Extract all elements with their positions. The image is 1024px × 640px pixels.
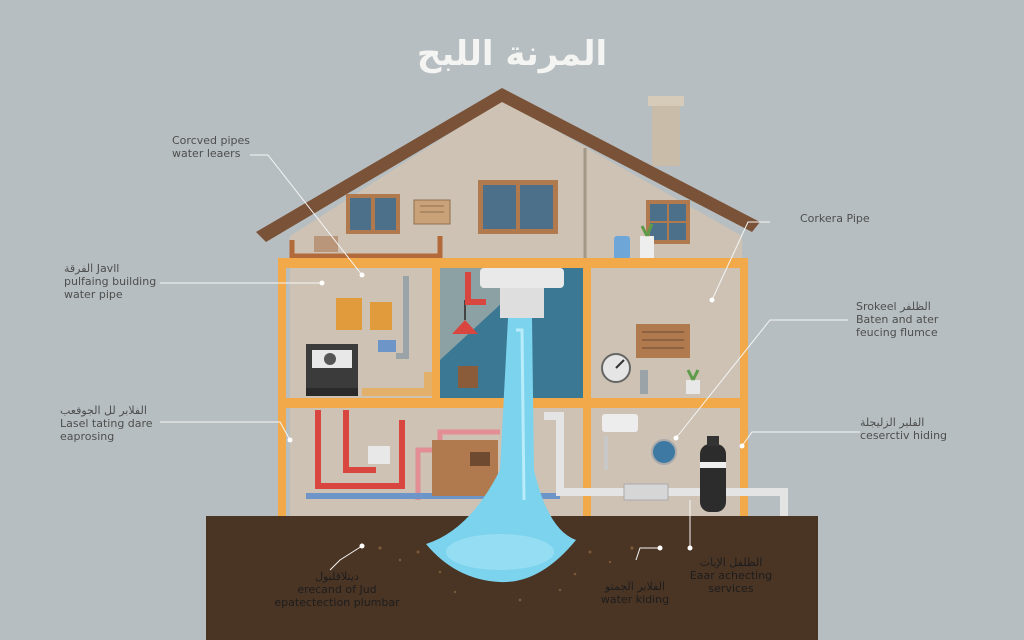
callout-left-mid: الفرقة Javll pulfaing building water pip… (64, 262, 156, 301)
water-heater-tank (700, 436, 726, 512)
callout-line: ceserctiv hiding (860, 429, 948, 442)
gray-pipe-upper (396, 276, 409, 359)
left-post (278, 258, 286, 516)
callout-line: ديتلاقلبول (315, 570, 359, 583)
attic-pipe (289, 236, 443, 259)
callout-left-low: الفلابر لل الجوفعب Lasel tating dare eap… (60, 404, 153, 443)
water-stream (426, 318, 576, 583)
callout-ground-mid: الفلابر الجمتو water kiding (590, 580, 680, 606)
diagram-title: المرنة اللبح (416, 34, 608, 74)
copper-pipe-upper (362, 372, 432, 396)
callout-leader-lines (160, 154, 860, 571)
pendant-lamp (452, 320, 478, 334)
callout-line: erecand of Jud (297, 583, 377, 596)
attic-window-right (646, 200, 690, 244)
callout-ground-left: ديتلاقلبول erecand of Jud epatectection … (262, 570, 412, 609)
callout-line: water pipe (64, 288, 123, 301)
soil-speckles (378, 546, 634, 602)
wall-vent (636, 324, 690, 358)
red-pipe-loop (315, 410, 405, 489)
callout-line: Corcved pipes (172, 134, 251, 147)
callout-line: services (708, 582, 754, 595)
callout-line: epatectection plumbar (274, 596, 400, 609)
callout-right-mid: Srokeel الظلفر Baten and ater feucing fl… (856, 300, 938, 339)
white-main-pipe (544, 412, 788, 516)
water-tank (480, 268, 564, 288)
callout-markers (287, 272, 745, 551)
callout-line: eaprosing (60, 430, 115, 443)
callout-line: water leaers (172, 147, 241, 160)
callout-ground-right: الظلفل الإيات Eaar achecting services (676, 556, 786, 595)
callout-line: Srokeel الظلفر (856, 300, 931, 313)
callout-line: الفرقة Javll (64, 262, 120, 275)
callout-line: الفلبر الزليجلة (860, 416, 925, 429)
globe-meter (651, 439, 677, 465)
callout-right-top: Corkera Pipe (800, 212, 870, 225)
boiler-unit (306, 344, 358, 396)
callout-left-top: Corcved pipes water leaers (172, 134, 250, 160)
callout-line: Corkera Pipe (800, 212, 870, 225)
callout-line: pulfaing building (64, 275, 157, 288)
chimney (652, 104, 680, 166)
callout-line: الظلفل الإيات (699, 556, 763, 569)
attic-window-center (478, 180, 558, 234)
upper-floor-beam (278, 258, 748, 268)
storage-cabinet (432, 440, 498, 496)
right-post (740, 258, 748, 516)
bottle (614, 236, 630, 260)
callout-line: Lasel tating dare (60, 417, 153, 430)
callout-line: الفلابر لل الجوفعب (60, 404, 147, 417)
callout-line: Baten and ater (856, 313, 939, 326)
callout-line: Eaar achecting (689, 569, 773, 582)
attic-window-left (346, 194, 400, 234)
callout-line: الفلابر الجمتو (604, 580, 666, 593)
picture-left (336, 298, 362, 330)
callout-right-low: الفلبر الزليجلة ceserctiv hiding (860, 416, 947, 442)
callout-line: feucing flumce (856, 326, 938, 339)
callout-line: water kiding (600, 593, 670, 606)
